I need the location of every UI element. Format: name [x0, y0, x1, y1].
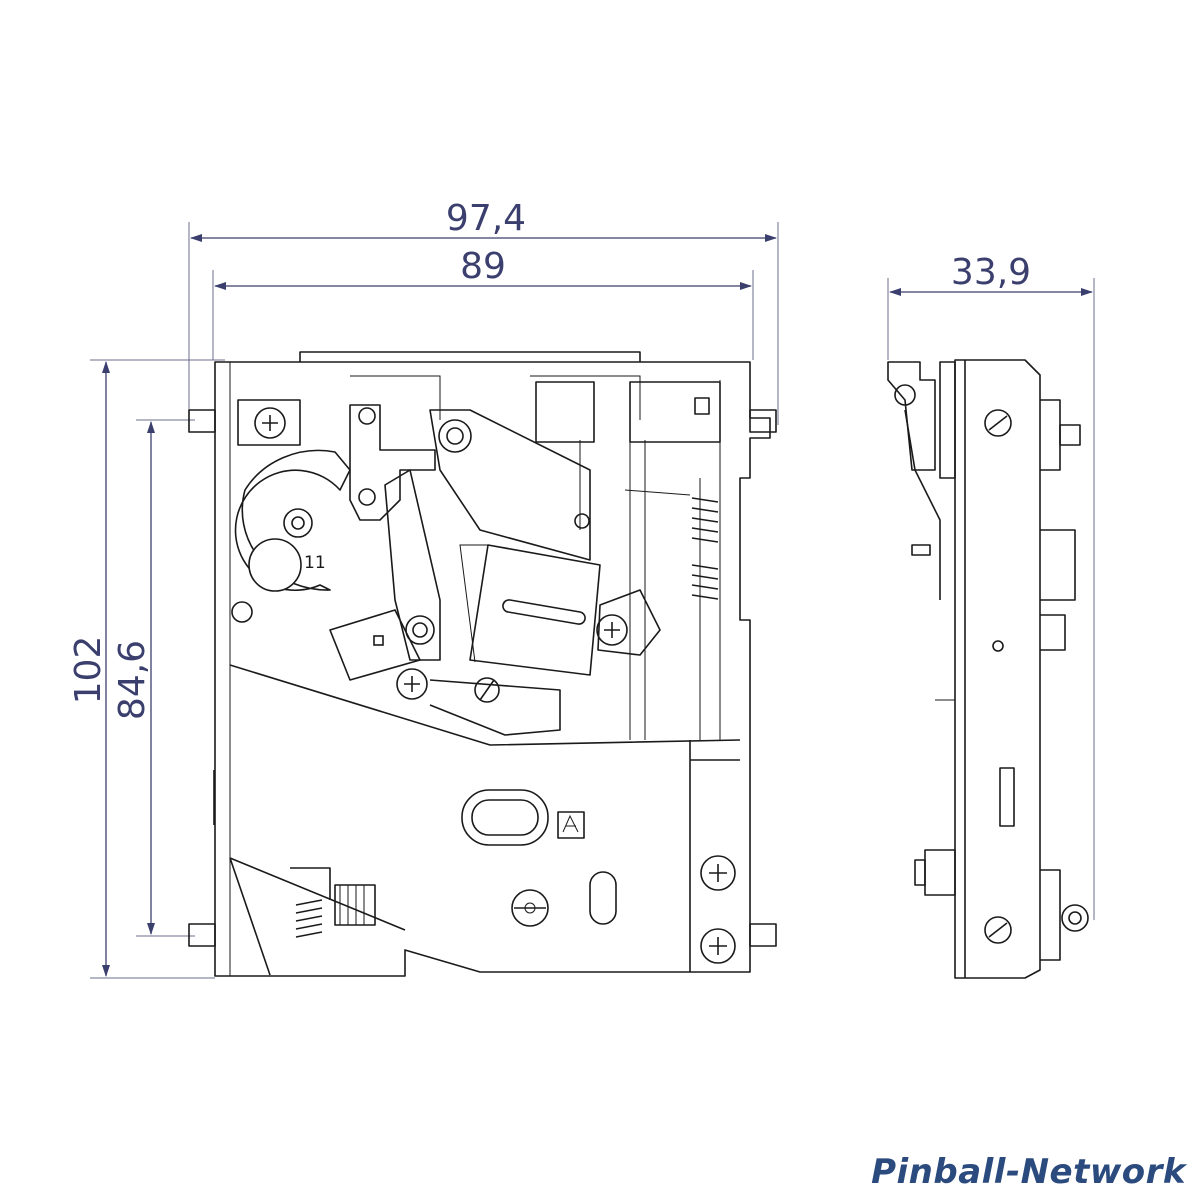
mounting-pin-bottom-left [188, 923, 216, 947]
dimension-overall-height: 102 [68, 359, 225, 979]
screw-icon [254, 407, 286, 439]
mounting-pin-top-right [749, 409, 777, 433]
spring-icon [624, 489, 719, 600]
part-number-label: 11 [304, 553, 326, 573]
hole-spacing-label: 84,6 [112, 640, 153, 720]
coin-sensor [248, 538, 302, 592]
dimension-hole-spacing: 84,6 [112, 419, 195, 937]
spring-icon [295, 899, 323, 938]
coin-return-slot [461, 789, 549, 846]
adjust-screw-icon [511, 889, 549, 927]
overall-height-label: 102 [68, 636, 109, 705]
side-view [887, 359, 1089, 979]
screw-icon [700, 855, 736, 891]
watermark-logo: Pinball-Network [871, 1152, 1186, 1192]
plate-width-label: 89 [460, 246, 506, 287]
mounting-pin-top-left [188, 409, 216, 433]
dimension-side-depth: 33,9 [887, 252, 1095, 920]
overall-width-label: 97,4 [446, 198, 526, 239]
mounting-pin-bottom-right [749, 923, 777, 947]
screw-icon [396, 668, 428, 700]
screw-icon [596, 614, 628, 646]
logo-mark [557, 811, 585, 839]
front-view: 11 [188, 351, 777, 977]
dimension-plate-width: 89 [212, 246, 754, 360]
screw-icon [700, 928, 736, 964]
side-depth-label: 33,9 [951, 252, 1031, 293]
dimension-overall-width: 97,4 [188, 198, 779, 425]
